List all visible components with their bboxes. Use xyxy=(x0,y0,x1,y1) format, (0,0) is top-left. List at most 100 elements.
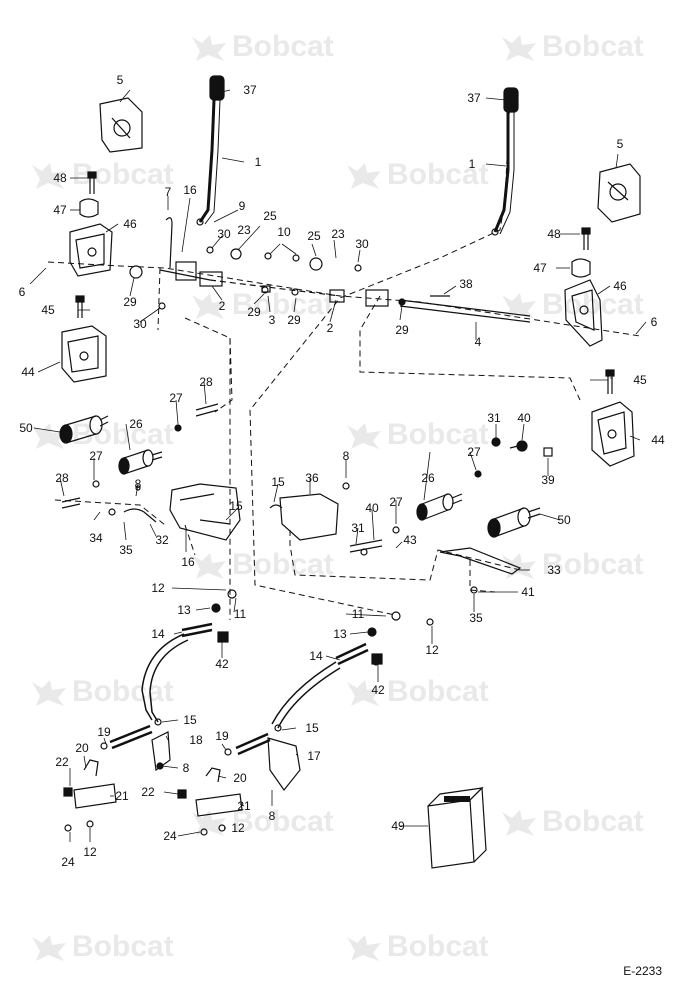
callout-21: 21 xyxy=(115,789,129,803)
callout-5: 5 xyxy=(116,73,124,87)
callout-42: 42 xyxy=(371,683,385,697)
callout-40: 40 xyxy=(365,501,379,515)
callout-4: 4 xyxy=(474,335,482,349)
callout-16: 16 xyxy=(181,555,195,569)
callout-41: 41 xyxy=(521,585,535,599)
watermark: Bobcat xyxy=(345,930,489,964)
bobcat-logo-icon xyxy=(502,810,536,837)
callout-31: 31 xyxy=(351,521,365,535)
callout-12: 12 xyxy=(83,845,97,859)
callout-12: 12 xyxy=(231,821,245,835)
watermark: Bobcat xyxy=(345,158,489,192)
bracket-44-left xyxy=(61,325,107,383)
watermark: Bobcat xyxy=(500,548,644,582)
callout-8: 8 xyxy=(182,761,190,775)
watermark: Bobcat xyxy=(30,418,174,452)
link-33 xyxy=(439,547,522,594)
cable-left xyxy=(63,589,237,832)
callout-26: 26 xyxy=(129,417,143,431)
watermark: Bobcat xyxy=(345,418,489,452)
rod-right xyxy=(392,437,553,534)
callout-27: 27 xyxy=(89,449,103,463)
callout-1: 1 xyxy=(468,157,476,171)
cylinder-50-right xyxy=(487,507,541,538)
callout-27: 27 xyxy=(169,391,183,405)
callout-29: 29 xyxy=(247,305,261,319)
callout-47: 47 xyxy=(53,203,67,217)
callout-35: 35 xyxy=(119,543,133,557)
watermark: Bobcat xyxy=(30,930,174,964)
watermark: Bobcat xyxy=(30,158,174,192)
callout-47: 47 xyxy=(533,261,547,275)
cylinder-50-left xyxy=(59,415,109,444)
callout-19: 19 xyxy=(215,729,229,743)
callout-50: 50 xyxy=(19,421,33,435)
callout-13: 13 xyxy=(177,603,191,617)
right-control-lever xyxy=(491,87,519,236)
watermark: Bobcat xyxy=(190,548,334,582)
callout-43: 43 xyxy=(403,533,417,547)
callout-31: 31 xyxy=(487,411,501,425)
callout-20: 20 xyxy=(75,741,89,755)
leader-lines xyxy=(29,89,647,842)
callout-21: 21 xyxy=(237,799,251,813)
bolt-48-right xyxy=(581,227,591,250)
callout-15: 15 xyxy=(305,721,319,735)
callout-23: 23 xyxy=(331,227,345,241)
bobcat-logo-icon xyxy=(32,163,66,190)
callout-17: 17 xyxy=(307,749,321,763)
callout-11: 11 xyxy=(233,607,247,621)
callout-24: 24 xyxy=(163,829,177,843)
callout-40: 40 xyxy=(517,411,531,425)
callout-26: 26 xyxy=(421,471,435,485)
callout-34: 34 xyxy=(89,531,103,545)
callout-29: 29 xyxy=(395,323,409,337)
callout-18: 18 xyxy=(189,733,203,747)
bobcat-logo-icon xyxy=(192,35,226,62)
callout-25: 25 xyxy=(307,229,321,243)
callout-8: 8 xyxy=(134,477,142,491)
callout-14: 14 xyxy=(309,649,323,663)
callout-45: 45 xyxy=(41,303,55,317)
callout-5: 5 xyxy=(616,137,624,151)
bracket-5-left xyxy=(99,97,143,153)
watermark: Bobcat xyxy=(345,675,489,709)
callout-38: 38 xyxy=(459,277,473,291)
callout-2: 2 xyxy=(326,321,334,335)
callout-15: 15 xyxy=(229,499,243,513)
watermark: Bobcat xyxy=(190,30,334,64)
clip-47-right xyxy=(571,258,591,278)
cross-shaft xyxy=(129,217,531,323)
bobcat-logo-icon xyxy=(502,35,536,62)
bracket-5-right xyxy=(597,163,641,223)
plate-32 xyxy=(108,483,241,541)
callout-19: 19 xyxy=(97,725,111,739)
bracket-46-left xyxy=(69,223,113,277)
callout-42: 42 xyxy=(215,657,229,671)
callout-32: 32 xyxy=(155,533,169,547)
bobcat-logo-icon xyxy=(502,553,536,580)
callout-29: 29 xyxy=(287,313,301,327)
bracket-44-right xyxy=(591,401,635,467)
callout-13: 13 xyxy=(333,627,347,641)
watermark: Bobcat xyxy=(30,675,174,709)
callout-44: 44 xyxy=(21,365,35,379)
bobcat-logo-icon xyxy=(502,293,536,320)
callout-9: 9 xyxy=(238,199,246,213)
watermark: Bobcat xyxy=(190,805,334,839)
callout-11: 11 xyxy=(351,607,365,621)
box-49 xyxy=(427,786,487,869)
callout-2: 2 xyxy=(218,299,226,313)
callout-28: 28 xyxy=(199,375,213,389)
callout-3: 3 xyxy=(268,313,276,327)
callout-50: 50 xyxy=(557,513,571,527)
callout-46: 46 xyxy=(123,217,137,231)
watermark: Bobcat xyxy=(190,288,334,322)
callout-48: 48 xyxy=(53,171,67,185)
callout-25: 25 xyxy=(263,209,277,223)
callout-15: 15 xyxy=(183,713,197,727)
bobcat-logo-icon xyxy=(32,935,66,962)
bobcat-logo-icon xyxy=(347,680,381,707)
